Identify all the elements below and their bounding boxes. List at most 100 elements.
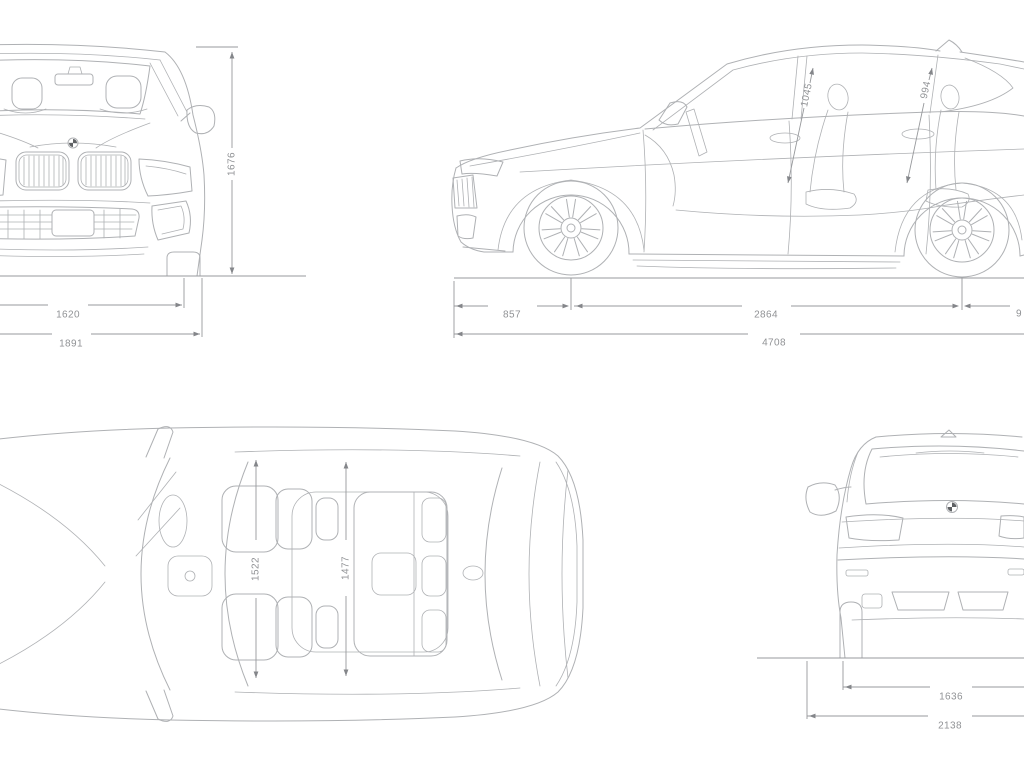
side-vent-right-inner	[157, 205, 185, 235]
lower-intake	[0, 206, 140, 240]
mirror-bottom	[145, 689, 174, 722]
front-wheel-right	[166, 251, 201, 277]
body-outline	[0, 43, 206, 277]
bumper-top-edge	[837, 556, 1024, 561]
hood-creases	[0, 484, 106, 664]
spoiler-arc	[561, 469, 569, 679]
b-pillar	[791, 55, 808, 120]
kidney-grille-right	[77, 151, 132, 191]
headlight-right-detail	[145, 165, 187, 175]
front-view-dimensions: 1676 1620 1891	[0, 46, 306, 350]
dim-rear-overhang-fragment: 9	[1016, 309, 1022, 320]
bmw-roundel	[67, 137, 79, 149]
c-pillar	[929, 54, 939, 114]
driver-seat-back	[275, 488, 313, 550]
front-seat-cushion	[805, 189, 857, 210]
bmw-roundel-quadrants	[947, 502, 957, 512]
roof-line	[875, 433, 1023, 438]
passenger-headrest	[315, 605, 339, 649]
front-bumper-intake	[456, 214, 506, 252]
reflector-right	[1007, 568, 1024, 576]
dim-front-headroom: 1045	[799, 82, 815, 108]
dim-wheelbase: 2864	[754, 310, 778, 321]
side-kidney-grille	[452, 174, 478, 209]
front-fascia	[451, 167, 514, 253]
c-pillar-inner	[846, 451, 859, 503]
extension-lines	[453, 278, 963, 338]
plate-recess	[51, 209, 95, 237]
liftgate-arc	[528, 461, 541, 687]
body-top-outline	[455, 44, 941, 169]
roof-front-arc	[224, 461, 249, 687]
headrest-left	[11, 77, 43, 110]
wiper-blades	[135, 471, 181, 557]
sunroof-outline	[291, 491, 449, 653]
sill-trim	[632, 259, 901, 270]
hood-creases	[0, 122, 151, 149]
kidney-grille-right-inner	[80, 154, 129, 188]
extension-lines	[806, 661, 844, 719]
front-view-drawing	[0, 43, 216, 277]
windshield-arc	[140, 457, 171, 691]
side-headlight	[459, 158, 504, 177]
side-grille-slats	[456, 176, 475, 208]
diffuser-side-box	[861, 593, 883, 609]
seat-shoulders	[3, 108, 148, 114]
bumper-lower-edge	[851, 617, 1024, 621]
dim-track-width: 1620	[56, 310, 80, 321]
side-view-dimensions: 1045 994 857 2864 9 4708	[453, 67, 1024, 349]
dim-front-interior-width: 1522	[251, 557, 262, 581]
rearview-mirror	[54, 73, 94, 86]
roof-inner-line	[0, 52, 161, 61]
door-handle-front	[769, 132, 801, 144]
rear-view-dimensions: 1636 2138	[757, 657, 1024, 732]
dim-overall-height: 1676	[227, 152, 238, 176]
intake-mesh	[0, 208, 137, 240]
rear-roofline	[959, 51, 1024, 63]
side-view-drawing	[451, 39, 1024, 278]
rear-headrest-center	[421, 555, 447, 597]
headrest-right	[105, 75, 142, 109]
headlight-left-partial	[0, 158, 7, 196]
windshield	[0, 59, 151, 115]
antenna-fin	[462, 565, 484, 581]
rear-seat-headrest	[940, 84, 960, 110]
front-fender-bulge	[497, 179, 645, 251]
body-outline	[0, 426, 584, 722]
dim-rear-headroom: 994	[919, 80, 933, 100]
dim-rear-track: 1636	[939, 692, 963, 703]
mirror-top	[145, 426, 174, 459]
center-console	[167, 555, 213, 597]
reflector-left	[845, 569, 869, 577]
door-seams	[642, 114, 931, 255]
rear-inner-line	[555, 461, 578, 687]
rear-armrest	[371, 552, 417, 596]
gear-knob	[184, 570, 196, 582]
steering-wheel	[158, 494, 188, 548]
kidney-grille-left-inner	[18, 154, 67, 188]
steering-column	[685, 108, 708, 157]
grille-slats-left	[23, 155, 64, 187]
side-vent-right	[151, 200, 191, 241]
antenna-fin	[940, 429, 957, 438]
door-handle-rear	[901, 128, 935, 140]
front-seat-headrest	[827, 83, 849, 111]
spoiler-lower-edge	[879, 453, 1019, 458]
dashboard	[644, 134, 676, 207]
rear-bench	[353, 491, 448, 657]
rear-headrest-left	[421, 497, 447, 543]
top-view-drawing	[0, 426, 584, 722]
rear-window	[863, 445, 1024, 505]
splitter-lines	[0, 246, 149, 257]
rear-seat-back	[934, 109, 960, 191]
kidney-grille-left	[15, 151, 70, 191]
rear-wheel	[914, 182, 1010, 278]
beltline	[644, 111, 1024, 130]
top-view-dimensions: 1522 1477	[251, 460, 352, 678]
diffuser-trims	[891, 591, 1009, 611]
rear-headrest-right	[421, 609, 447, 653]
rear-wheel-left	[839, 601, 863, 659]
bmw-roundel-quadrants	[69, 139, 77, 147]
grille-slats-right	[85, 155, 126, 187]
front-seat-back	[809, 109, 849, 193]
